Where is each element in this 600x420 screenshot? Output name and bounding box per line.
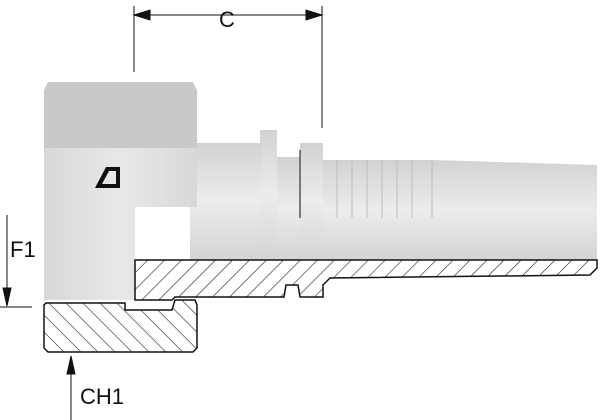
dimension-ch1-label: CH1: [80, 384, 124, 409]
dimension-ch1: [66, 355, 76, 420]
collar-1: [260, 130, 277, 260]
groove: [277, 157, 301, 260]
dimension-c: [132, 6, 324, 128]
collar-2: [300, 143, 323, 260]
stem-section-hatch: [134, 259, 598, 301]
logo-icon: [95, 167, 120, 188]
nut-section-hatch: [43, 299, 198, 353]
barb-ridges: [336, 160, 433, 218]
nut-hex-flat: [44, 82, 197, 148]
barb-section: [323, 160, 597, 260]
hose-stem: [190, 130, 597, 260]
dimension-f1: [0, 215, 32, 308]
dimension-f1-label: F1: [10, 237, 36, 262]
hex-nut: [44, 82, 197, 300]
dimension-c-label: C: [219, 7, 235, 32]
nut-face: [44, 148, 197, 300]
